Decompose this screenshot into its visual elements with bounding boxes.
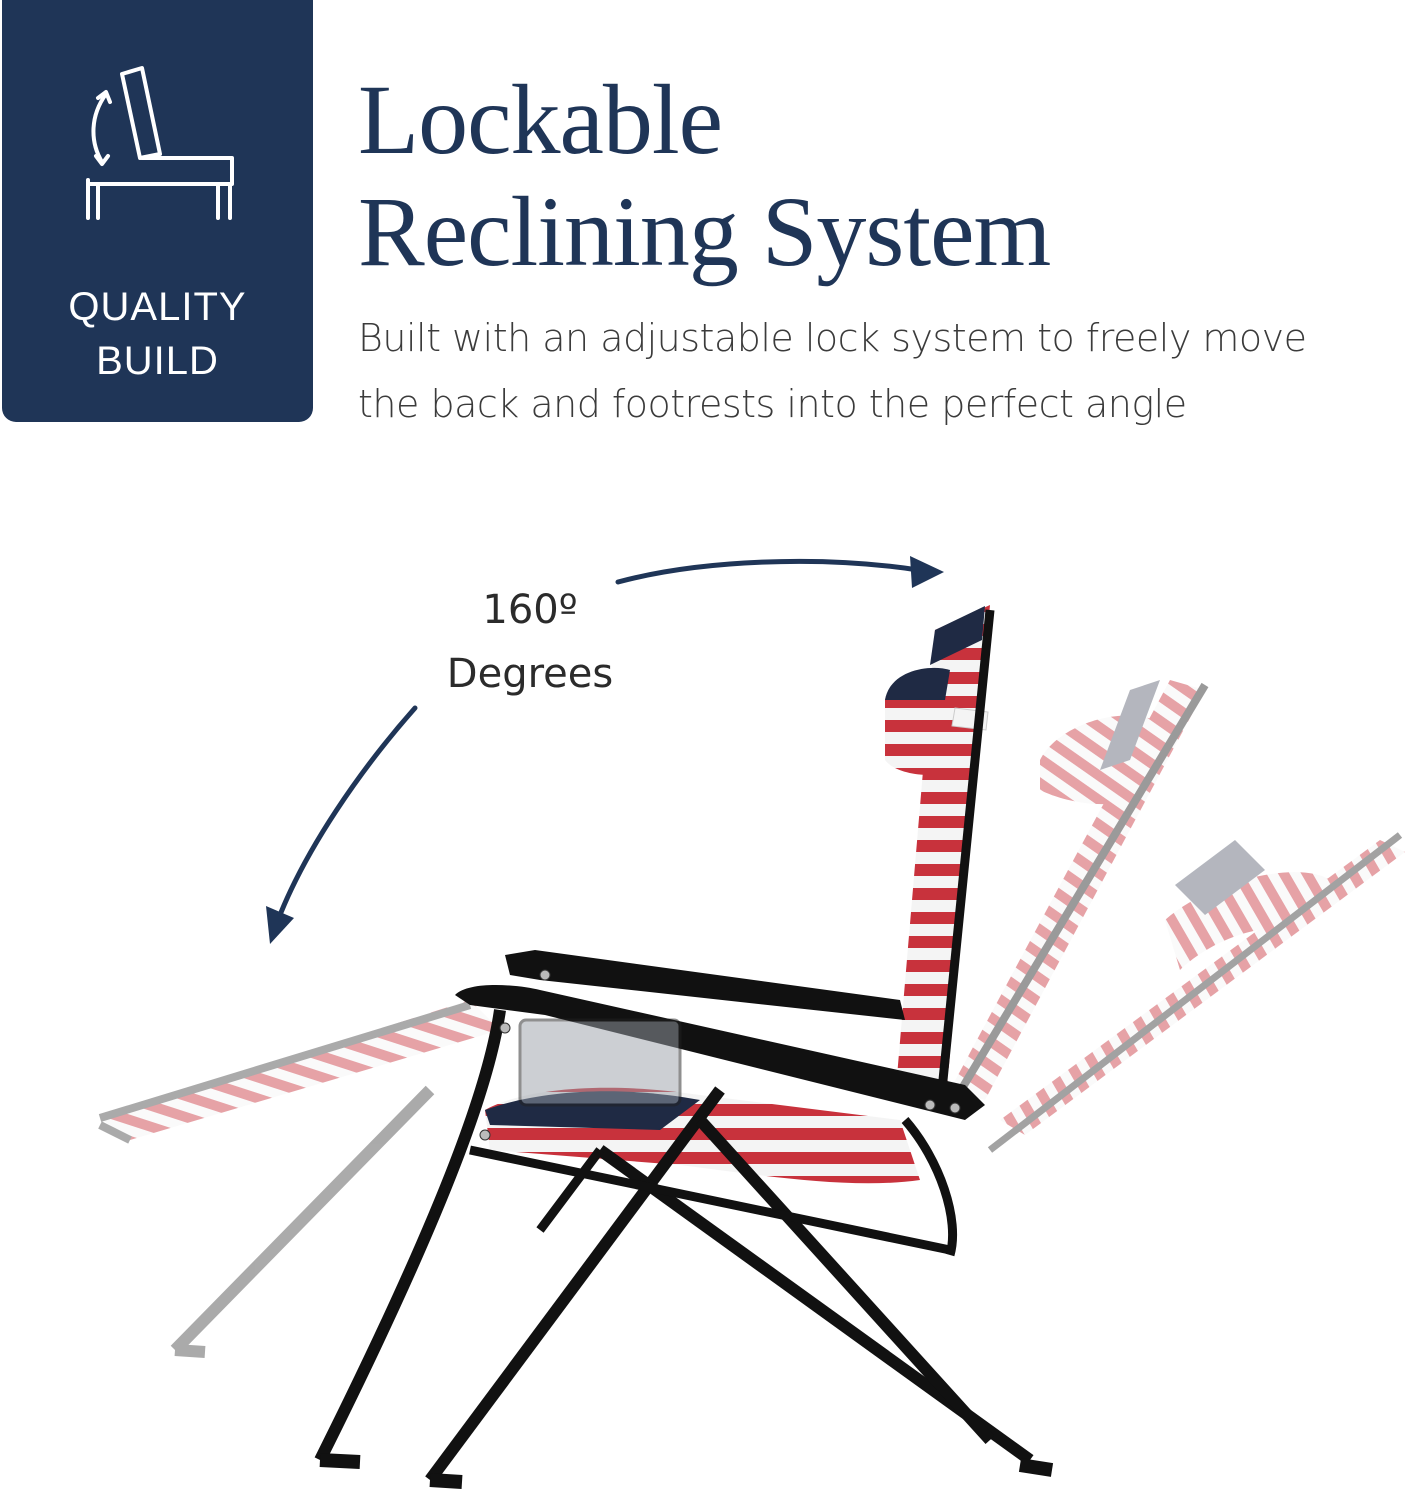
page-title: Lockable Reclining System: [358, 64, 1051, 288]
angle-unit: Degrees: [446, 651, 614, 697]
front-leg-left: [314, 1009, 506, 1463]
cup-holder: [518, 1018, 682, 1107]
armrest-back: [505, 950, 905, 1020]
description-line-2: the back and footrests into the perfect …: [358, 382, 1187, 426]
title-line-1: Lockable: [358, 64, 723, 175]
front-leg-right: [425, 1086, 725, 1484]
arrow-down-left-icon: [275, 705, 418, 923]
arrowhead-right-icon: [910, 556, 944, 588]
badge-line-2: BUILD: [96, 339, 219, 383]
recliner-chair-icon: [86, 66, 234, 220]
arrowhead-down-icon: [266, 906, 294, 944]
angle-value: 160º: [482, 587, 578, 633]
angle-arrows: [275, 558, 921, 923]
arrow-right-icon: [615, 558, 921, 585]
quality-build-badge: QUALITY BUILD: [2, 0, 313, 422]
angle-label: 160º Degrees: [425, 578, 635, 706]
title-line-2: Reclining System: [358, 176, 1051, 287]
description-line-1: Built with an adjustable lock system to …: [358, 316, 1307, 360]
reclined-position-ghosts: [98, 680, 1405, 1358]
rear-leg-right: [695, 1115, 995, 1445]
feature-description: Built with an adjustable lock system to …: [358, 305, 1423, 437]
badge-line-1: QUALITY: [68, 285, 247, 329]
badge-label: QUALITY BUILD: [2, 280, 313, 388]
zero-gravity-chair: [314, 605, 1054, 1489]
